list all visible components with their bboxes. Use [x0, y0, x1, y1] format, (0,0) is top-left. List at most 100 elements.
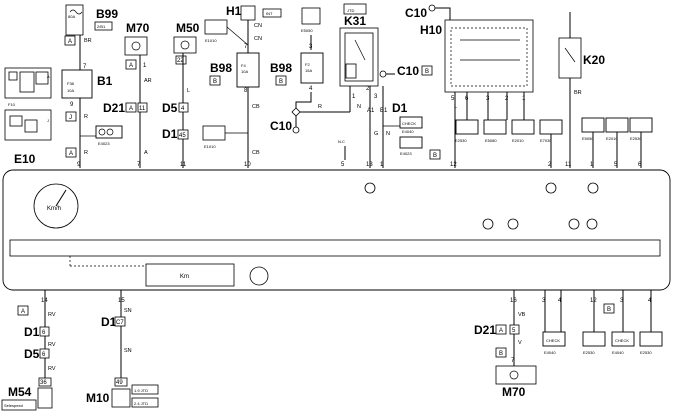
wc-v: V	[518, 340, 522, 346]
e10-pin-2: 2	[548, 162, 552, 168]
m70-br-sym-b-text: B	[499, 351, 503, 357]
e10-pin-9: 9	[77, 162, 81, 168]
e4023-glyph	[98, 128, 106, 136]
e4040-code-top: E4040	[402, 129, 414, 134]
e4040-code-b: E4040	[544, 350, 556, 355]
e2530-symbol-d	[639, 331, 663, 347]
m70-gear-icon	[131, 41, 141, 51]
check-symbol-top	[399, 116, 423, 129]
e10-pin-5: 5	[341, 162, 345, 168]
e10-pin-1-right: 1	[590, 162, 594, 168]
wc-h1-cn2: CN	[254, 36, 262, 42]
m10-variant-b-box	[131, 397, 159, 408]
k31-contact	[354, 39, 366, 61]
m10-pin-49: 49	[116, 380, 123, 386]
m70-br-gear-icon	[509, 370, 519, 380]
e5050-code-top: E5050	[301, 28, 313, 33]
b99-sym-a	[64, 35, 76, 46]
wire-c10-h10	[435, 7, 451, 20]
b99-title: B99	[96, 7, 118, 21]
lamp-symbol	[586, 218, 598, 230]
e5050-symbol-right	[581, 117, 605, 133]
m70-sym-a-text: A	[129, 63, 133, 69]
b1-sym-a-text: A	[69, 151, 73, 157]
k20-block: K20 BR 11 E7030 2 E5050 E2010 E2530 1 5 …	[539, 12, 653, 168]
c10-h10-block: C10 4 C10 B D1 CHECK E4040 E4023 H10 5 6…	[379, 4, 535, 168]
bottom-right-block: 16 VB D21 A 5 V B 7 M70 3 4 CHECK E4040 …	[474, 290, 663, 399]
d5-bl-title: D5	[24, 347, 40, 361]
e1010-wire	[226, 26, 249, 46]
d21-br-title: D21	[474, 323, 496, 337]
lamp-symbol	[364, 182, 376, 194]
d5-bl-pin-box	[39, 348, 50, 359]
m70-top-block: M70 A 1 AR D21 A 11 A 7	[103, 21, 152, 168]
b98a-sym-b	[209, 75, 221, 86]
m10-block: 15 SN D1 C7 SN 49 M10 1.9 JTD 2.4 JTD	[86, 290, 159, 408]
e5080-code: E5080	[485, 138, 497, 143]
m54-pin-box	[38, 377, 52, 387]
e10-bus	[9, 239, 661, 257]
d21-sym-a-text: A	[129, 106, 133, 112]
check-symbol-e4040c	[611, 331, 635, 347]
nc-label: N.C	[338, 139, 345, 144]
m50-brake-icon	[180, 40, 190, 50]
d1-bl-pin-box	[39, 326, 50, 337]
wc-sn2: SN	[124, 348, 132, 354]
h1-tag: INT	[266, 11, 273, 16]
e2530-code-right: E2530	[630, 136, 642, 141]
e1010-code-mid: E1010	[204, 144, 216, 149]
e10-pin-1: 1	[380, 162, 384, 168]
wire-b98b-down	[295, 92, 312, 110]
b1-pin-7: 7	[83, 64, 87, 70]
d21-br-sym-a	[495, 324, 507, 335]
b98a-fuse-id: F4	[241, 63, 246, 68]
wc-rv: RV	[48, 312, 56, 318]
wc-rv3: RV	[48, 366, 56, 372]
e2530-symbol-top	[455, 119, 479, 135]
m54-title: M54	[8, 385, 32, 399]
odometer-display	[145, 263, 235, 287]
e10-outline	[2, 169, 671, 291]
e1010-symbol-top	[204, 19, 228, 35]
b98b-fuse	[300, 52, 324, 84]
e10-pin-3b: 3	[620, 298, 624, 304]
d5-top-title: D5	[162, 101, 178, 115]
b1-pin-9: 9	[70, 102, 74, 108]
e5080-symbol	[483, 119, 507, 135]
e10-pin-3a: 3	[542, 298, 546, 304]
k31-pin-2: 2	[366, 86, 370, 92]
e4023-code-right: E4023	[400, 151, 412, 156]
m50-pin-box	[175, 55, 187, 65]
k31-title: K31	[344, 14, 366, 28]
c10-b1: B1	[380, 108, 388, 114]
e10-pin-5-right: 5	[614, 162, 618, 168]
odometer-label: Km	[180, 274, 189, 280]
m50-block: M50 22 L D5 4 D1 45 11	[162, 21, 200, 168]
f10-a: A	[47, 74, 50, 79]
m54-sub-box	[1, 399, 37, 411]
speedometer-needle	[55, 189, 67, 207]
f10-block: F10 A J	[4, 67, 52, 141]
k20-contact	[564, 47, 576, 63]
wc-h10-l: L	[454, 104, 457, 110]
b98a-fuse-amp: 10A	[241, 69, 248, 74]
h10-pin-5: 5	[451, 96, 455, 102]
e10-cluster: E10 Km/h Km	[2, 152, 671, 291]
h10-switch-unit	[444, 19, 534, 93]
m70-top-title: M70	[126, 21, 150, 35]
b99-block: 80A B99 2/B1 A BR	[64, 4, 118, 70]
b1-sym-j	[65, 111, 77, 122]
d21-br-pin-5: 5	[512, 328, 516, 334]
h1-block: H1 INT CN E1010 CN 7 B98 F4 10A B 8 CB E…	[202, 4, 282, 168]
e1010-symbol-mid	[202, 125, 226, 141]
m10-variant-b: 2.4 JTD	[134, 401, 148, 406]
wc-sn: SN	[124, 308, 132, 314]
e10-pin-13: 13	[366, 162, 373, 168]
d1-bm-title: D1	[101, 315, 117, 329]
f10-slot	[19, 71, 35, 93]
m70-br-title: M70	[502, 385, 526, 399]
e2010-code-right: E2010	[606, 136, 618, 141]
wc-ar: AR	[144, 78, 152, 84]
k31-pin-1: 1	[352, 94, 356, 100]
